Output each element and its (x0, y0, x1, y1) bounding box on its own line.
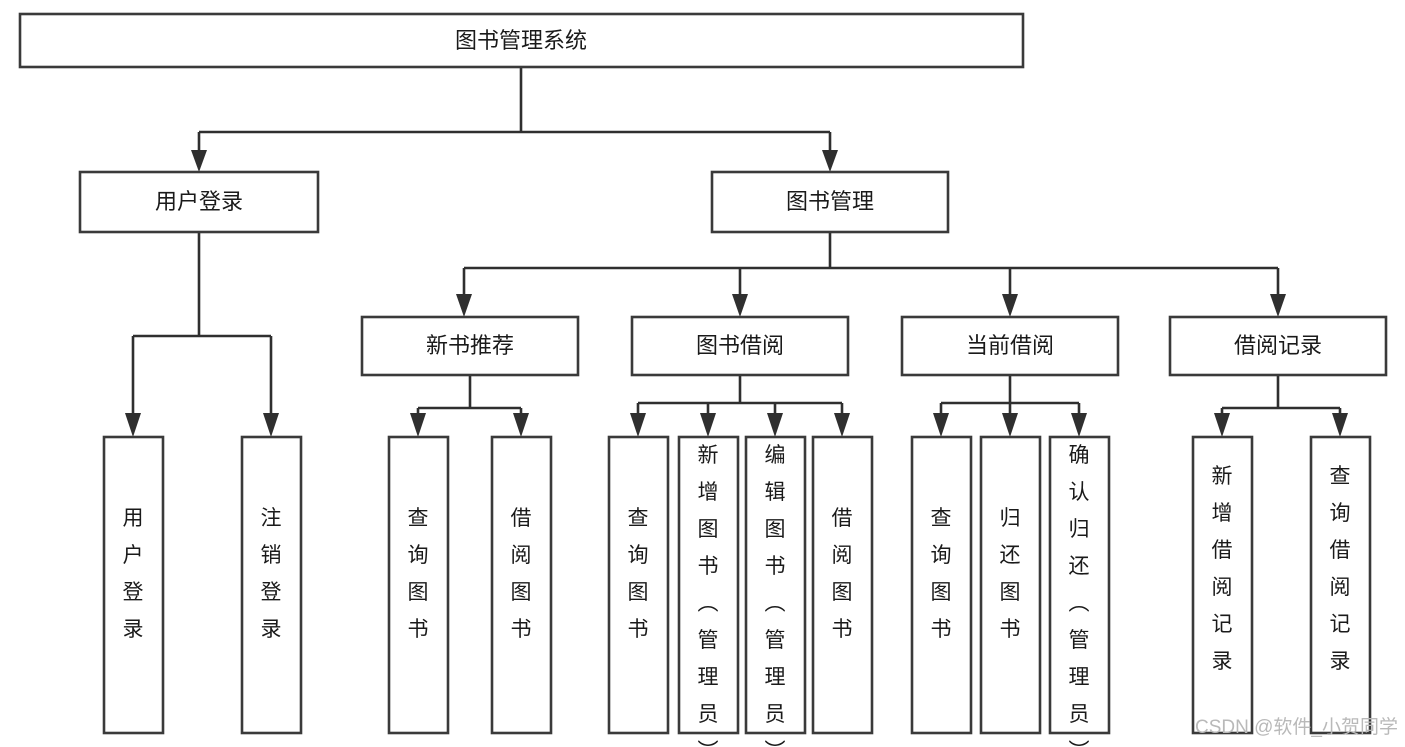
leaf-node[interactable]: 查询图书 (607, 435, 670, 735)
node-current-borrow-label: 当前借阅 (966, 333, 1054, 358)
connector-group-new-book (410, 375, 529, 437)
leaf-node[interactable]: 归还图书 (979, 435, 1042, 735)
watermark-label: CSDN @软件_小贺同学 (1195, 716, 1398, 738)
node-current-borrow[interactable]: 当前借阅 (900, 315, 1120, 377)
node-borrow-record[interactable]: 借阅记录 (1168, 315, 1388, 377)
connector-group-user-login (125, 232, 279, 437)
node-book-borrow[interactable]: 图书借阅 (630, 315, 850, 377)
leaf-label-edit-book-admin: 编辑图书︵管理员︶ (765, 444, 786, 747)
node-book-borrow-label: 图书借阅 (696, 333, 784, 358)
arrow-head-icon (933, 413, 949, 437)
arrow-head-icon (263, 413, 279, 437)
node-book-borrow-box[interactable] (630, 315, 850, 377)
arrow-head-icon (822, 150, 838, 172)
leaf-node[interactable]: 确认归还︵管理员︶ (1048, 435, 1111, 747)
arrow-head-icon (410, 413, 426, 437)
leaf-box[interactable] (910, 435, 973, 735)
connector-group-current-borrow (933, 375, 1087, 437)
connector-group-book-borrow (630, 375, 850, 437)
node-new-book-recommend-label: 新书推荐 (426, 333, 514, 358)
leaf-label-borrow-book: 借阅图书 (832, 507, 853, 641)
arrow-head-icon (1071, 413, 1087, 437)
leaf-label-add-book-admin: 新增图书︵管理员︶ (698, 444, 719, 747)
connector-group-root (191, 67, 838, 172)
leaf-label-borrow-book: 借阅图书 (511, 507, 532, 641)
arrow-head-icon (732, 294, 748, 317)
leaf-box[interactable] (744, 435, 807, 735)
node-root[interactable]: 图书管理系统 (18, 12, 1025, 69)
node-user-login-label: 用户登录 (155, 189, 243, 214)
node-book-manage[interactable]: 图书管理 (710, 170, 950, 234)
leaf-node[interactable]: 查询图书 (387, 435, 450, 735)
node-new-book-recommend-box[interactable] (360, 315, 580, 377)
leaf-label-user-login: 用户登录 (123, 507, 144, 641)
leaf-box[interactable] (387, 435, 450, 735)
leaf-box[interactable] (979, 435, 1042, 735)
arrow-head-icon (125, 413, 141, 437)
leaf-node[interactable]: 借阅图书 (490, 435, 553, 735)
leaf-node[interactable]: 注销登录 (240, 435, 303, 735)
leaf-node[interactable]: 借阅图书 (811, 435, 874, 735)
leaf-node[interactable]: 新增图书︵管理员︶ (677, 435, 740, 747)
connector-group-book-manage (456, 232, 1286, 317)
leaf-node[interactable]: 查询图书 (910, 435, 973, 735)
leaf-box[interactable] (1048, 435, 1111, 735)
arrow-head-icon (191, 150, 207, 172)
node-user-login[interactable]: 用户登录 (78, 170, 320, 234)
node-borrow-record-label: 借阅记录 (1234, 333, 1322, 358)
node-book-manage-label: 图书管理 (786, 189, 874, 214)
arrow-head-icon (1002, 294, 1018, 317)
node-book-manage-box[interactable] (710, 170, 950, 234)
leaf-node[interactable]: 用户登录 (102, 435, 165, 735)
leaf-label-add-borrow-record: 新增借阅记录 (1212, 465, 1233, 673)
leaf-label-query-book: 查询图书 (628, 507, 649, 641)
node-current-borrow-box[interactable] (900, 315, 1120, 377)
leaf-label-query-borrow-record: 查询借阅记录 (1330, 465, 1351, 673)
connector-group-borrow-record (1214, 375, 1348, 437)
arrow-head-icon (834, 413, 850, 437)
arrow-head-icon (630, 413, 646, 437)
arrow-head-icon (456, 294, 472, 317)
node-user-login-box[interactable] (78, 170, 320, 234)
leaf-box[interactable] (1309, 435, 1372, 735)
leaf-node[interactable]: 编辑图书︵管理员︶ (744, 435, 807, 747)
leaf-label-confirm-return-admin: 确认归还︵管理员︶ (1069, 444, 1090, 747)
arrow-head-icon (513, 413, 529, 437)
leaf-box[interactable] (677, 435, 740, 735)
leaf-box[interactable] (811, 435, 874, 735)
leaf-label-return-book: 归还图书 (1000, 507, 1021, 641)
leaf-box[interactable] (1191, 435, 1254, 735)
leaf-box[interactable] (490, 435, 553, 735)
leaf-box[interactable] (240, 435, 303, 735)
node-root-label: 图书管理系统 (455, 28, 587, 53)
arrow-head-icon (1002, 413, 1018, 437)
leaf-box[interactable] (102, 435, 165, 735)
leaf-label-query-book: 查询图书 (931, 507, 952, 641)
node-borrow-record-box[interactable] (1168, 315, 1388, 377)
arrow-head-icon (1332, 413, 1348, 437)
node-root-box[interactable] (18, 12, 1025, 69)
arrow-head-icon (1270, 294, 1286, 317)
arrow-head-icon (767, 413, 783, 437)
leaf-box[interactable] (607, 435, 670, 735)
arrow-head-icon (1214, 413, 1230, 437)
leaf-label-query-book: 查询图书 (408, 507, 429, 641)
arrow-head-icon (700, 413, 716, 437)
node-new-book-recommend[interactable]: 新书推荐 (360, 315, 580, 377)
leaf-node[interactable]: 新增借阅记录 (1191, 435, 1254, 735)
leaf-node[interactable]: 查询借阅记录 (1309, 435, 1372, 735)
leaf-label-logout: 注销登录 (261, 507, 282, 641)
